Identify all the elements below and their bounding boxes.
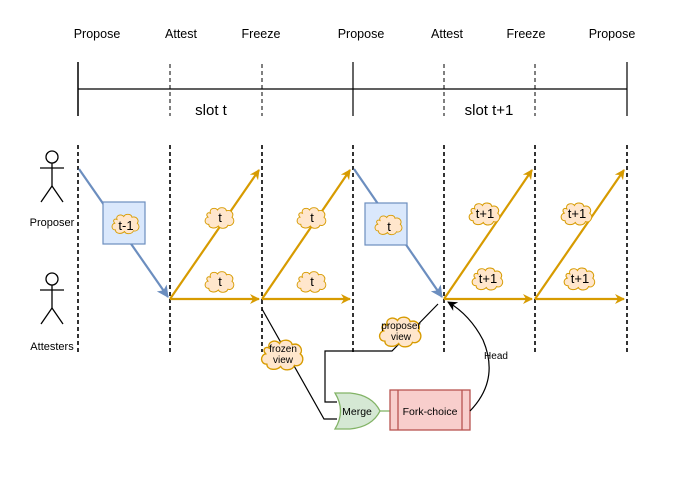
head-edge (447, 301, 490, 412)
frozen-view-label: frozen (269, 344, 297, 355)
phase-label: Attest (431, 27, 463, 41)
proposer-label: Proposer (30, 217, 75, 229)
merge-gate (333, 392, 381, 430)
slot-label: slot t+1 (465, 102, 514, 119)
proposer-view-edge (324, 303, 439, 403)
phase-label: Freeze (507, 27, 546, 41)
message-label: t (310, 274, 314, 289)
message-label: t+1 (571, 271, 589, 286)
message-label: t+1 (476, 206, 494, 221)
attesters-actor-icon (40, 272, 64, 325)
block-label: t (387, 219, 391, 234)
proposer-view-label: view (391, 332, 412, 343)
attest-arrow (443, 169, 533, 300)
proposer-view-label: proposer (381, 321, 421, 332)
phase-label: Attest (165, 27, 197, 41)
slot-label: slot t (195, 102, 228, 119)
message-clouds: t t t t t+1 t+1 t+1 t+1 (204, 202, 596, 293)
merge-label: Merge (342, 406, 372, 418)
attesters-label: Attesters (30, 341, 74, 353)
block-label: t-1 (118, 218, 133, 233)
message-label: t+1 (568, 206, 586, 221)
proposer-actor-icon (40, 150, 64, 203)
phase-label: Propose (74, 27, 121, 41)
head-label: Head (484, 351, 508, 362)
timeline (77, 62, 628, 116)
message-label: t+1 (479, 271, 497, 286)
message-label: t (310, 210, 314, 225)
phase-label: Propose (338, 27, 385, 41)
attest-arrow (534, 169, 625, 300)
message-label: t (218, 210, 222, 225)
attest-arrow (169, 169, 260, 300)
fork-choice-box (389, 389, 471, 431)
phase-label: Propose (589, 27, 636, 41)
fork-choice-label: Fork-choice (403, 406, 458, 418)
phase-columns (77, 145, 628, 352)
message-label: t (218, 274, 222, 289)
frozen-view-label: view (273, 355, 294, 366)
phase-label: Freeze (242, 27, 281, 41)
attest-arrow (261, 169, 351, 300)
